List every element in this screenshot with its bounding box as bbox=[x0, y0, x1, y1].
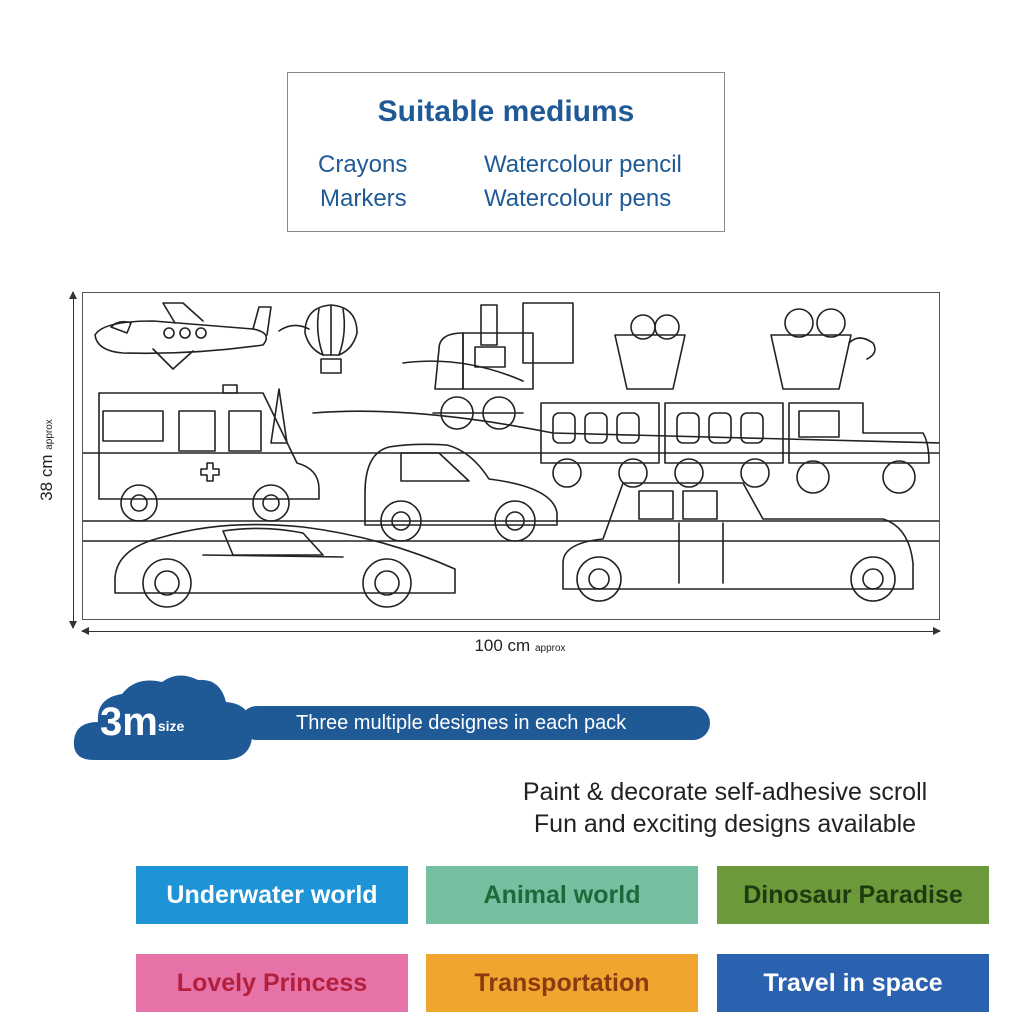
coloring-scroll-preview bbox=[82, 292, 940, 620]
medium-watercolour-pens: Watercolour pens bbox=[484, 185, 672, 212]
design-underwater-world[interactable]: Underwater world bbox=[136, 866, 408, 924]
height-dimension-line bbox=[69, 291, 77, 629]
width-dimension-label: 100 cm approx bbox=[420, 636, 620, 656]
design-lovely-princess[interactable]: Lovely Princess bbox=[136, 954, 408, 1012]
freight-wagons-drawing bbox=[614, 308, 876, 390]
hot-air-balloon-drawing bbox=[304, 304, 358, 374]
mediums-title: Suitable mediums bbox=[377, 95, 635, 128]
design-transportation[interactable]: Transportation bbox=[426, 954, 698, 1012]
height-dimension-label: 38 cm approx bbox=[37, 400, 61, 520]
transportation-illustration bbox=[83, 302, 939, 608]
tagline-1: Paint & decorate self-adhesive scroll bbox=[522, 778, 928, 806]
medium-crayons: Crayons bbox=[318, 151, 408, 178]
compact-car-drawing bbox=[364, 443, 558, 542]
taglines: Paint & decorate self-adhesive scroll Fu… bbox=[460, 776, 990, 840]
design-dinosaur-paradise[interactable]: Dinosaur Paradise bbox=[717, 866, 989, 924]
size-badge-unit: size bbox=[157, 718, 185, 734]
designs-banner: Three multiple designes in each pack bbox=[240, 706, 710, 740]
suitable-mediums-box: Suitable mediums Crayons Watercolour pen… bbox=[287, 72, 725, 232]
size-badge-text: 3msize bbox=[100, 700, 184, 745]
ambulance-drawing bbox=[98, 384, 320, 522]
vintage-car-drawing bbox=[562, 482, 914, 602]
passenger-cars-drawing bbox=[540, 402, 930, 494]
design-travel-in-space[interactable]: Travel in space bbox=[717, 954, 989, 1012]
tagline-2: Fun and exciting designs available bbox=[533, 810, 917, 838]
width-dimension-line bbox=[81, 627, 941, 635]
medium-markers: Markers bbox=[320, 185, 407, 212]
design-animal-world[interactable]: Animal world bbox=[426, 866, 698, 924]
airplane-drawing bbox=[94, 302, 310, 370]
sports-car-drawing bbox=[114, 523, 456, 608]
size-cloud-badge bbox=[73, 675, 253, 760]
height-note: approx bbox=[44, 419, 55, 450]
designs-banner-text: Three multiple designes in each pack bbox=[296, 712, 627, 734]
steam-train-drawing bbox=[432, 302, 574, 430]
medium-watercolour-pencil: Watercolour pencil bbox=[484, 151, 682, 178]
width-note: approx bbox=[534, 643, 566, 654]
height-value: 38 cm bbox=[37, 454, 56, 501]
size-badge-value: 3m bbox=[100, 700, 158, 744]
width-value: 100 cm bbox=[474, 636, 531, 655]
